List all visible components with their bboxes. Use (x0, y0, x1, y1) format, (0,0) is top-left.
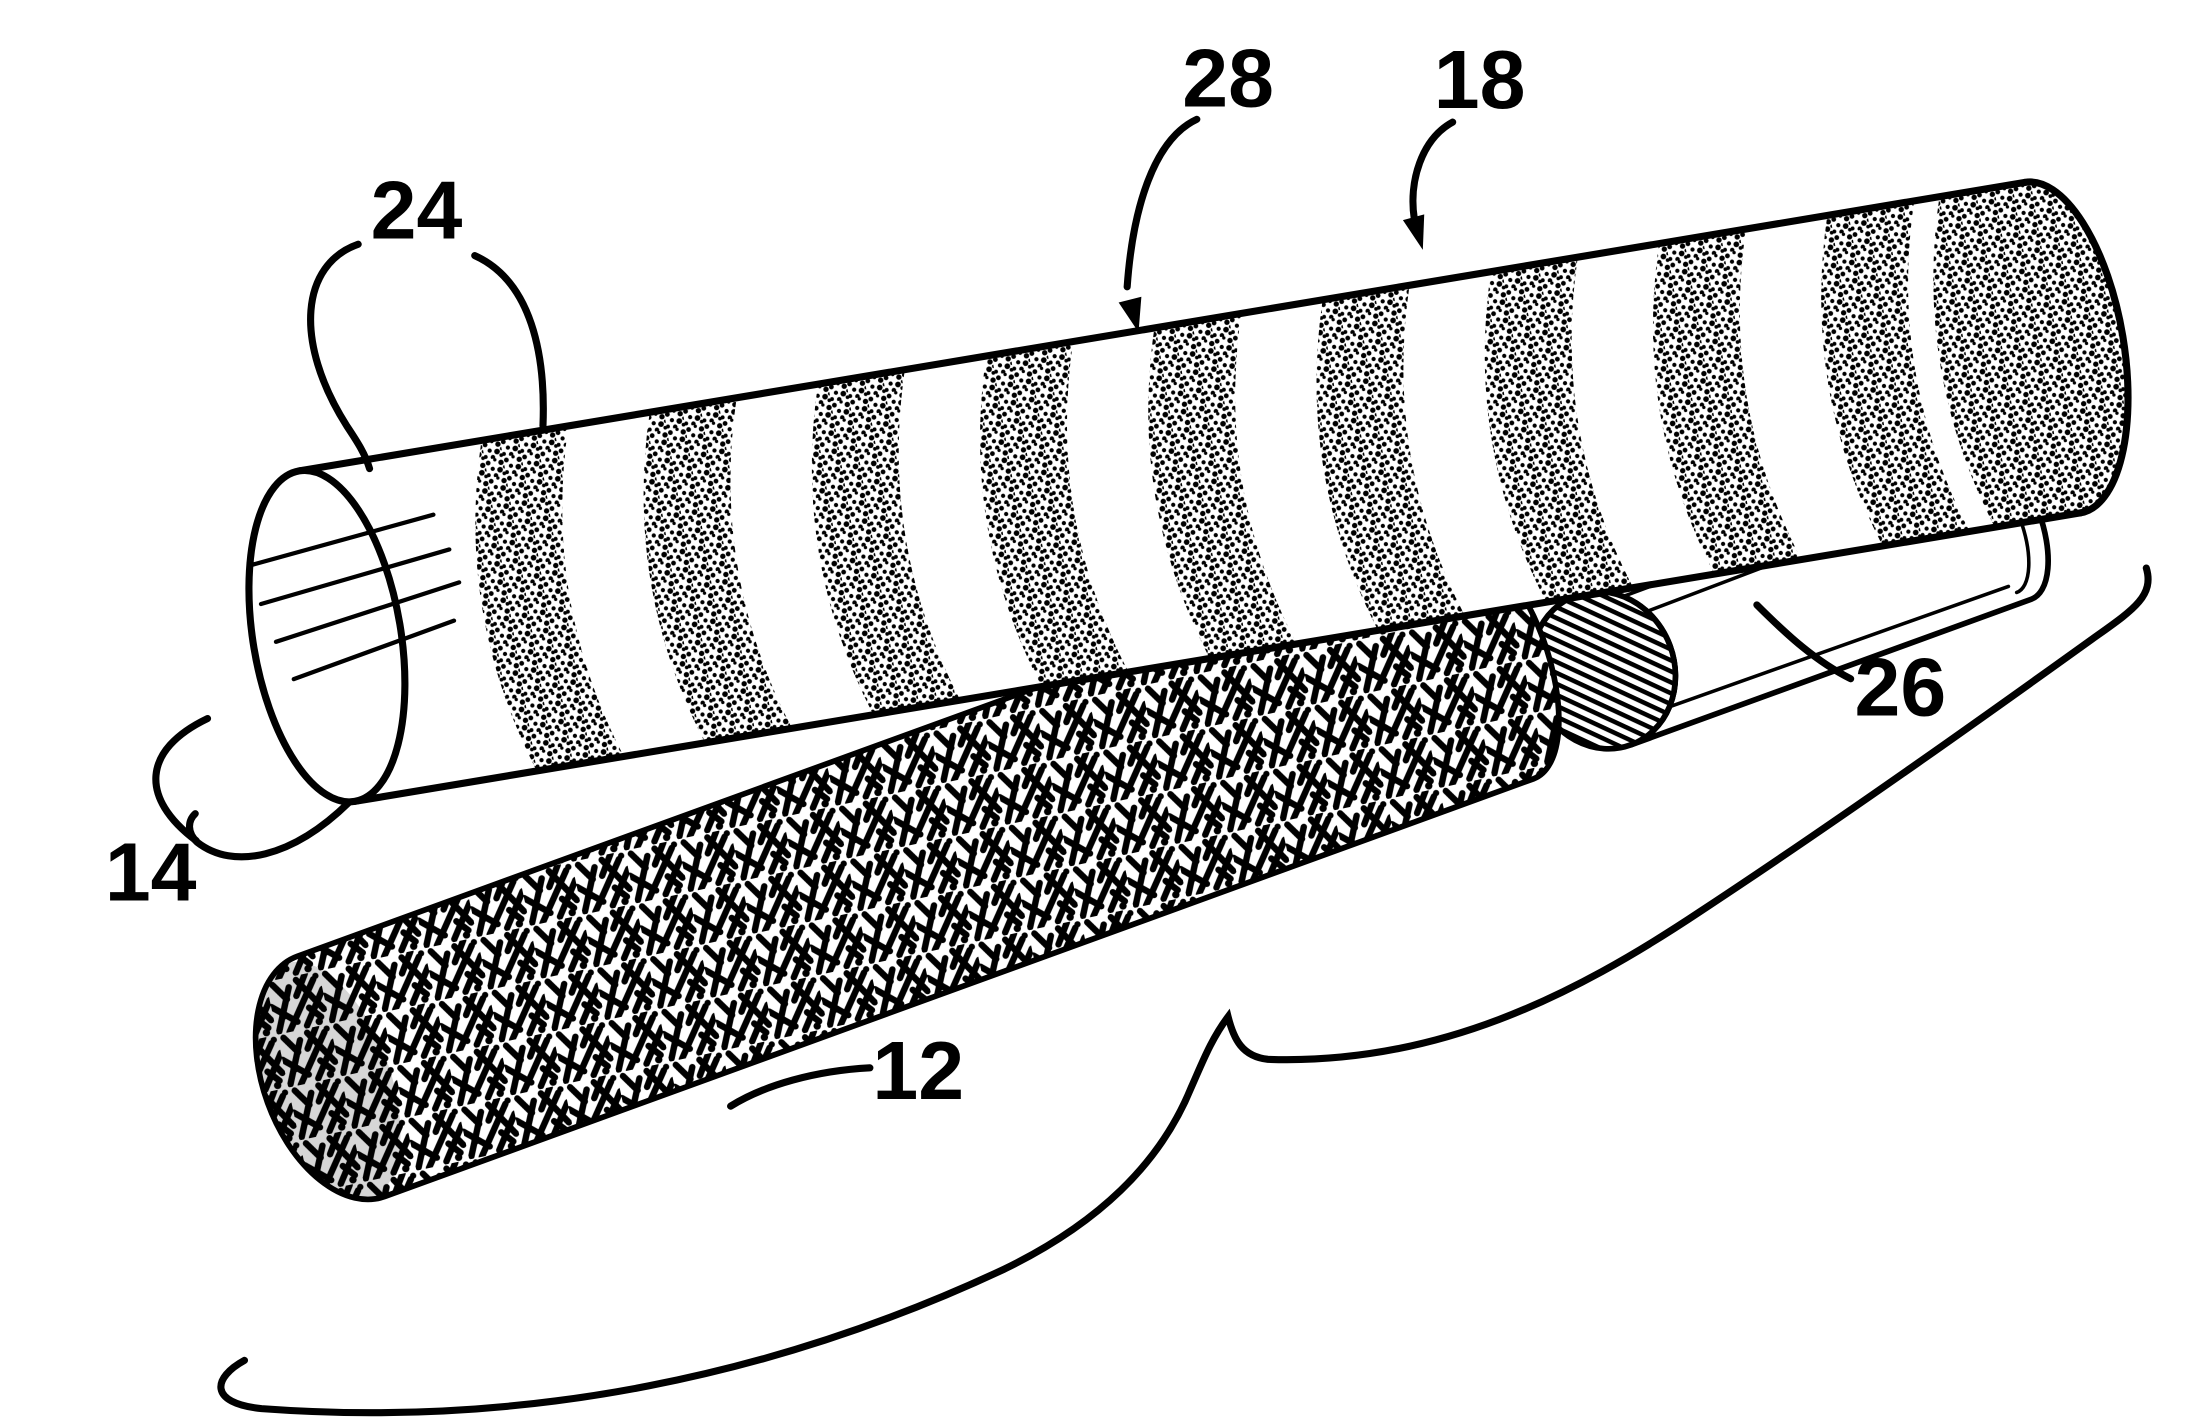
leader-28 (1123, 115, 1201, 291)
sleeve-inner-wall-lines (246, 512, 462, 682)
leader-24-left (307, 240, 374, 473)
sleeve-band (643, 397, 792, 743)
leader-18 (1409, 118, 1457, 223)
ref-label-24: 24 (371, 165, 463, 257)
leader-12 (727, 1064, 874, 1110)
ref-label-26: 26 (1855, 642, 1947, 734)
leader-lines (152, 115, 1855, 1110)
ref-label-14: 14 (105, 826, 197, 918)
sleeve-outline (295, 178, 2132, 805)
sleeve-band (1148, 313, 1297, 659)
ref-label-28: 28 (1182, 33, 1274, 125)
sleeve-bands (475, 200, 1970, 771)
sleeve-band (1821, 200, 1970, 546)
ref-label-18: 18 (1434, 34, 1526, 126)
sleeve-band (811, 369, 961, 715)
sleeve-end-cap-stipple (1933, 181, 2128, 528)
underbrace-curve (217, 564, 2152, 1417)
sleeve-band (475, 425, 624, 771)
underbrace (217, 564, 2152, 1417)
sleeve-band (980, 341, 1129, 687)
textured-rod (252, 534, 1562, 1203)
sleeve-band (1316, 285, 1465, 631)
arrowhead-28 (1118, 296, 1142, 333)
striped-sleeve (185, 178, 2132, 861)
sleeve-band (1652, 229, 1802, 575)
ref-label-12: 12 (872, 1025, 964, 1117)
sleeve-lower-lip (185, 798, 353, 861)
leader-26 (1753, 601, 1855, 683)
rod-end-face (255, 961, 401, 1201)
leader-24-right (471, 252, 547, 430)
arrowheads (1118, 214, 1425, 333)
leader-14 (152, 714, 212, 845)
sleeve-band (1484, 257, 1634, 603)
reference-numerals: 24 28 18 14 26 12 (105, 33, 1946, 1118)
arrowhead-18 (1402, 214, 1425, 250)
